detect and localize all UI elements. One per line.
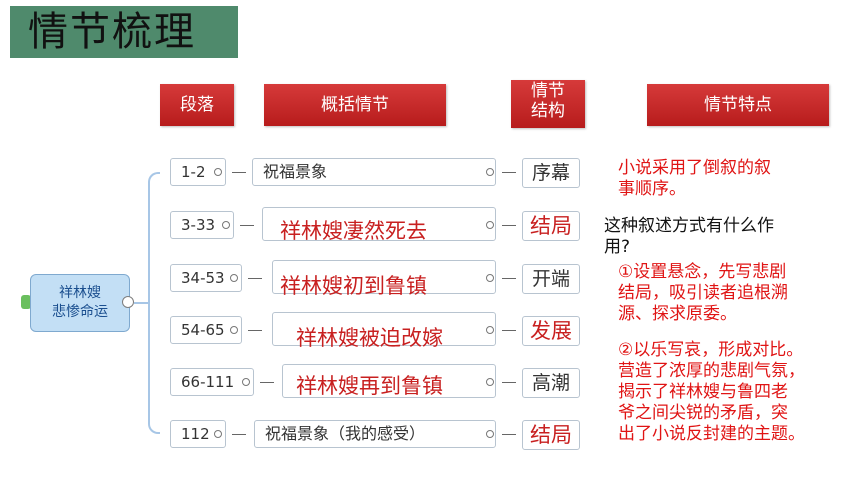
structure-node-1[interactable]: 序幕 [522, 158, 580, 188]
summary-node-6[interactable]: 祝福景象（我的感受） [254, 420, 496, 448]
collapse-icon[interactable] [486, 378, 494, 386]
summary-node-2[interactable] [262, 207, 496, 241]
connector [248, 278, 262, 279]
segment-label: 3-33 [181, 216, 216, 234]
header-structure-line2: 结构 [531, 101, 565, 121]
answer-one: ①设置悬念，先写悲剧 结局，吸引读者追根溯 源、探求原委。 [618, 262, 788, 325]
segment-label: 1-2 [181, 163, 206, 181]
root-node[interactable]: 祥林嫂 悲惨命运 [30, 274, 130, 332]
segment-node-5[interactable]: 66-111 [170, 368, 254, 396]
collapse-icon[interactable] [486, 274, 494, 282]
connector [240, 225, 254, 226]
connector-stem [134, 302, 148, 304]
collapse-icon[interactable] [486, 168, 494, 176]
collapse-icon[interactable] [214, 430, 222, 438]
header-structure-line1: 情节 [531, 81, 565, 101]
note-line: 营造了浓厚的悲剧气氛， [618, 361, 805, 381]
header-features: 情节特点 [647, 84, 829, 126]
collapse-icon[interactable] [222, 221, 230, 229]
note-line: 小说采用了倒叙的叙 [618, 158, 771, 178]
segment-node-1[interactable]: 1-2 [170, 158, 226, 186]
summary-node-5[interactable] [282, 364, 496, 398]
header-segment: 段落 [160, 84, 234, 126]
summary-handwritten-2: 祥林嫂凄然死去 [280, 219, 427, 243]
segment-label: 34-53 [181, 269, 225, 287]
note-line: 事顺序。 [618, 179, 686, 199]
connector [260, 382, 274, 383]
structure-node-5[interactable]: 高潮 [522, 368, 580, 398]
summary-handwritten-5: 祥林嫂再到鲁镇 [296, 374, 443, 398]
narrative-note: 小说采用了倒叙的叙 事顺序。 [618, 158, 771, 200]
note-line: 揭示了祥林嫂与鲁四老 [618, 382, 788, 402]
root-expand-icon[interactable] [122, 296, 134, 308]
connector [502, 434, 516, 435]
connector [502, 278, 516, 279]
header-summary: 概括情节 [264, 84, 446, 126]
answer-two: ②以乐写哀，形成对比。 营造了浓厚的悲剧气氛， 揭示了祥林嫂与鲁四老 爷之间尖锐… [618, 340, 805, 445]
note-line: 出了小说反封建的主题。 [618, 424, 805, 444]
summary-node-1[interactable]: 祝福景象 [252, 158, 496, 186]
segment-node-3[interactable]: 34-53 [170, 264, 242, 292]
collapse-icon[interactable] [230, 326, 238, 334]
summary-node-3[interactable] [272, 260, 496, 294]
summary-label: 祝福景象 [263, 162, 328, 181]
structure-node-4[interactable]: 发展 [522, 316, 580, 346]
summary-node-4[interactable] [272, 312, 496, 346]
collapse-icon[interactable] [242, 378, 250, 386]
note-line: ②以乐写哀，形成对比。 [618, 340, 804, 360]
question-text: 这种叙述方式有什么作 用? [604, 216, 774, 258]
connector [502, 172, 516, 173]
note-line: ①设置悬念，先写悲剧 [618, 262, 787, 282]
segment-label: 112 [181, 425, 210, 443]
segment-label: 66-111 [181, 373, 235, 391]
summary-handwritten-4: 祥林嫂被迫改嫁 [296, 326, 443, 350]
connector [502, 382, 516, 383]
note-line: 结局，吸引读者追根溯 [618, 283, 788, 303]
note-line: 爷之间尖锐的矛盾，突 [618, 403, 788, 423]
connector [232, 172, 246, 173]
segment-label: 54-65 [181, 321, 225, 339]
note-line: 这种叙述方式有什么作 [604, 216, 774, 236]
segment-node-6[interactable]: 112 [170, 420, 226, 448]
note-line: 源、探求原委。 [618, 304, 737, 324]
summary-handwritten-3: 祥林嫂初到鲁镇 [280, 274, 427, 298]
collapse-icon[interactable] [230, 274, 238, 282]
connector [248, 330, 262, 331]
root-collapse-handle[interactable] [21, 295, 31, 309]
root-line1: 祥林嫂 [59, 285, 101, 301]
structure-node-6[interactable]: 结局 [522, 420, 580, 450]
collapse-icon[interactable] [214, 168, 222, 176]
page-title: 情节梳理 [10, 6, 238, 58]
collapse-icon[interactable] [486, 221, 494, 229]
connector [502, 330, 516, 331]
structure-node-2[interactable]: 结局 [522, 211, 580, 241]
branch-brace [148, 172, 160, 434]
collapse-icon[interactable] [486, 326, 494, 334]
collapse-icon[interactable] [486, 430, 494, 438]
summary-label: 祝福景象（我的感受） [265, 424, 426, 443]
connector [502, 225, 516, 226]
connector [232, 434, 246, 435]
header-structure: 情节 结构 [511, 80, 585, 128]
note-line: 用? [604, 237, 631, 257]
structure-node-3[interactable]: 开端 [522, 264, 580, 294]
root-line2: 悲惨命运 [52, 304, 108, 320]
